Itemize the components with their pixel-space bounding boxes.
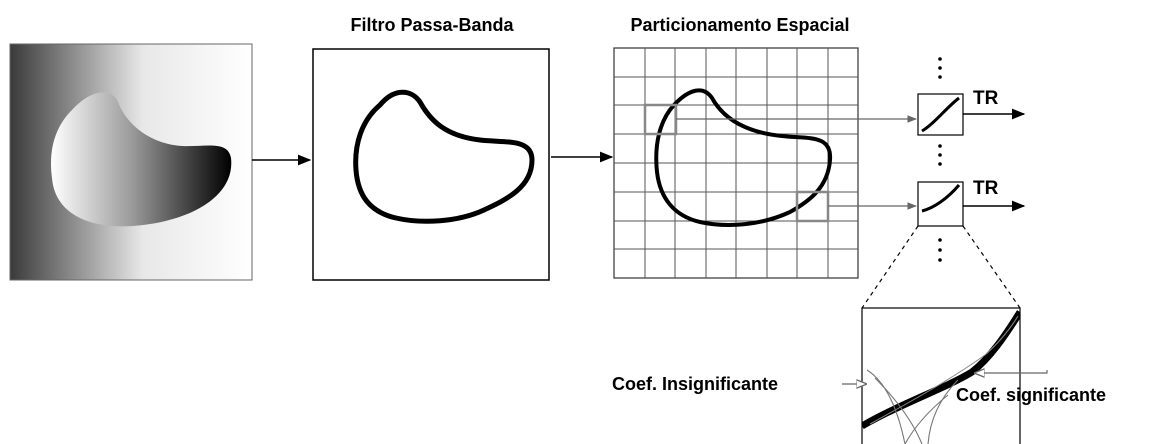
partition-title: Particionamento Espacial bbox=[630, 15, 849, 35]
coef-insig-label: Coef. Insignificante bbox=[612, 374, 778, 394]
bandpass-panel bbox=[312, 48, 550, 281]
partition-panel bbox=[613, 47, 859, 279]
coef-sig-label: Coef. significante bbox=[956, 385, 1106, 405]
insignificant-curve-4 bbox=[927, 379, 959, 444]
tr-label-top: TR bbox=[973, 88, 999, 109]
transform-top bbox=[917, 93, 964, 136]
edge-contour bbox=[353, 89, 535, 224]
original-image-panel bbox=[9, 43, 253, 281]
zoom-line-right bbox=[962, 225, 1021, 309]
partition-contour bbox=[654, 88, 833, 227]
coef-sig-arrow bbox=[975, 370, 1048, 373]
gradient-blob bbox=[51, 92, 232, 227]
zoomed-panel bbox=[861, 307, 1021, 444]
transform-bottom bbox=[917, 181, 964, 227]
ellipsis-dots bbox=[938, 57, 942, 262]
insignificant-curve-1 bbox=[866, 369, 906, 444]
bandpass-title: Filtro Passa-Banda bbox=[350, 15, 514, 35]
insignificant-curve-2 bbox=[874, 377, 923, 444]
tr-label-bottom: TR bbox=[973, 178, 999, 199]
zoom-line-left bbox=[861, 225, 919, 309]
